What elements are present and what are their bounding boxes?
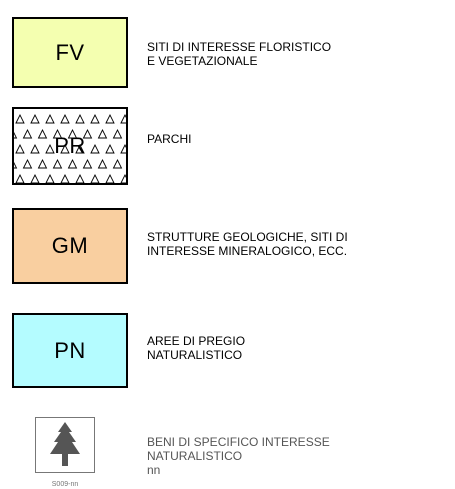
pattern-triangle	[75, 173, 85, 183]
pattern-triangle	[67, 158, 78, 169]
swatch-pn: PN	[12, 313, 128, 388]
triangle-pattern-icon	[14, 113, 126, 183]
swatch-gm: GM	[12, 208, 128, 284]
pattern-triangle	[97, 128, 108, 139]
pattern-triangle	[67, 128, 78, 139]
pattern-triangle	[15, 173, 25, 183]
pattern-triangle	[82, 128, 93, 139]
pattern-triangle	[60, 113, 70, 124]
swatch-fv: FV	[12, 17, 128, 88]
pattern-triangle	[105, 173, 115, 183]
pattern-triangle	[22, 128, 33, 139]
pattern-triangle	[30, 173, 40, 183]
label-pn: AREE DI PREGIO NATURALISTICO	[147, 334, 245, 362]
pattern-triangle	[52, 158, 63, 169]
pattern-triangle	[90, 173, 100, 183]
pattern-triangle	[15, 113, 25, 124]
swatch-code-fv: FV	[55, 39, 85, 65]
pattern-triangle	[90, 143, 100, 154]
pattern-triangle	[52, 128, 63, 139]
pattern-triangle	[112, 158, 123, 169]
pattern-triangle	[105, 143, 115, 154]
pattern-triangle	[15, 143, 25, 154]
pattern-triangle	[45, 113, 55, 124]
pattern-triangle	[37, 158, 48, 169]
pattern-triangle	[120, 143, 126, 154]
tree-icon	[50, 422, 80, 466]
label-pr-line-1: PARCHI	[147, 132, 192, 146]
pattern-triangle	[60, 173, 70, 183]
pattern-triangle	[112, 128, 123, 139]
pattern-triangle	[30, 143, 40, 154]
pattern-triangle	[90, 113, 100, 124]
swatch-code-pn: PN	[54, 337, 86, 363]
label-specific-interest: BENI DI SPECIFICO INTERESSE NATURALISTIC…	[147, 435, 330, 477]
pattern-triangle	[60, 143, 70, 154]
pattern-triangle	[120, 113, 126, 124]
pattern-triangle	[75, 113, 85, 124]
pattern-triangle	[37, 128, 48, 139]
pattern-triangle	[82, 158, 93, 169]
label-gm-line-1: STRUTTURE GEOLOGICHE, SITI DI	[147, 230, 348, 244]
pattern-triangle	[75, 143, 85, 154]
pattern-triangle	[14, 161, 18, 169]
pattern-triangle	[120, 173, 126, 183]
label-gm-line-2: INTERESSE MINERALOGICO, ECC.	[147, 244, 348, 258]
pattern-triangle	[14, 131, 18, 139]
label-fv-line-1: SITI DI INTERESSE FLORISTICO	[147, 40, 332, 54]
label-si-line-1: BENI DI SPECIFICO INTERESSE	[147, 435, 330, 449]
symbol-box	[35, 417, 95, 473]
swatch-code-gm: GM	[51, 233, 89, 258]
pattern-triangle	[30, 113, 40, 124]
swatch-pr: PR	[12, 107, 128, 185]
label-si-line-3: nn	[147, 463, 161, 477]
label-fv: SITI DI INTERESSE FLORISTICO E VEGETAZIO…	[147, 40, 331, 68]
pattern-triangle	[22, 158, 33, 169]
swatch-code-pr: PR	[54, 133, 86, 158]
pattern-triangle	[97, 158, 108, 169]
pattern-triangle	[105, 113, 115, 124]
label-pr: PARCHI	[147, 132, 191, 146]
label-si-line-2: NATURALISTICO	[147, 449, 243, 463]
label-gm: STRUTTURE GEOLOGICHE, SITI DI INTERESSE …	[147, 230, 348, 258]
label-pn-line-1: AREE DI PREGIO	[147, 334, 246, 348]
pattern-triangle	[45, 143, 55, 154]
label-pn-line-2: NATURALISTICO	[147, 348, 243, 362]
symbol-code: S009-nn	[51, 481, 79, 488]
label-fv-line-2: E VEGETAZIONALE	[147, 54, 258, 68]
pattern-triangle	[45, 173, 55, 183]
